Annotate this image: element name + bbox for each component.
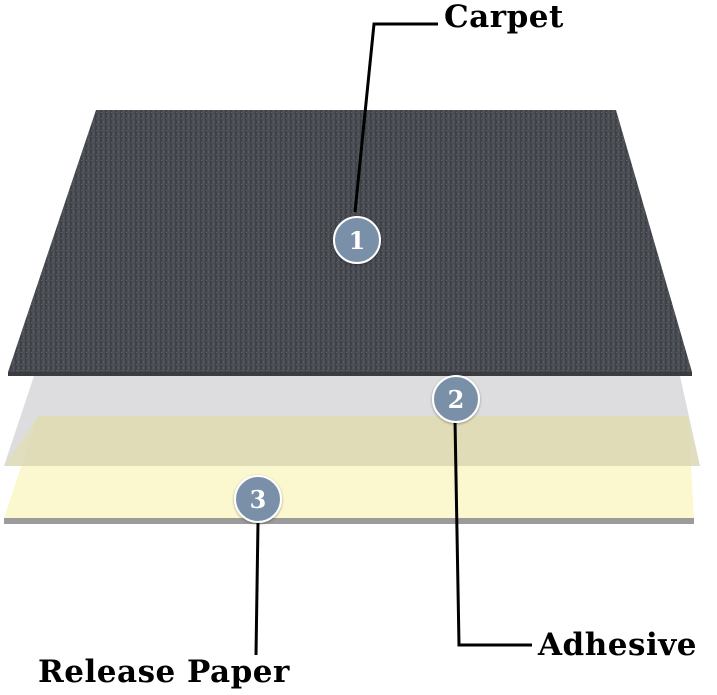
carpet-label: Carpet (444, 0, 564, 35)
release-paper-label: Release Paper (38, 654, 290, 690)
adhesive-layer (4, 376, 700, 466)
svg-text:1: 1 (349, 226, 366, 255)
adhesive-label: Adhesive (538, 627, 697, 663)
badge-3: 3 (234, 475, 282, 523)
svg-text:3: 3 (250, 485, 267, 514)
svg-text:2: 2 (448, 385, 465, 414)
adhesive-leader-line (453, 419, 532, 647)
release-paper-leader-line (254, 521, 260, 656)
badge-1: 1 (333, 216, 381, 264)
badge-2: 2 (432, 375, 480, 423)
carpet-leader-line (353, 22, 438, 213)
